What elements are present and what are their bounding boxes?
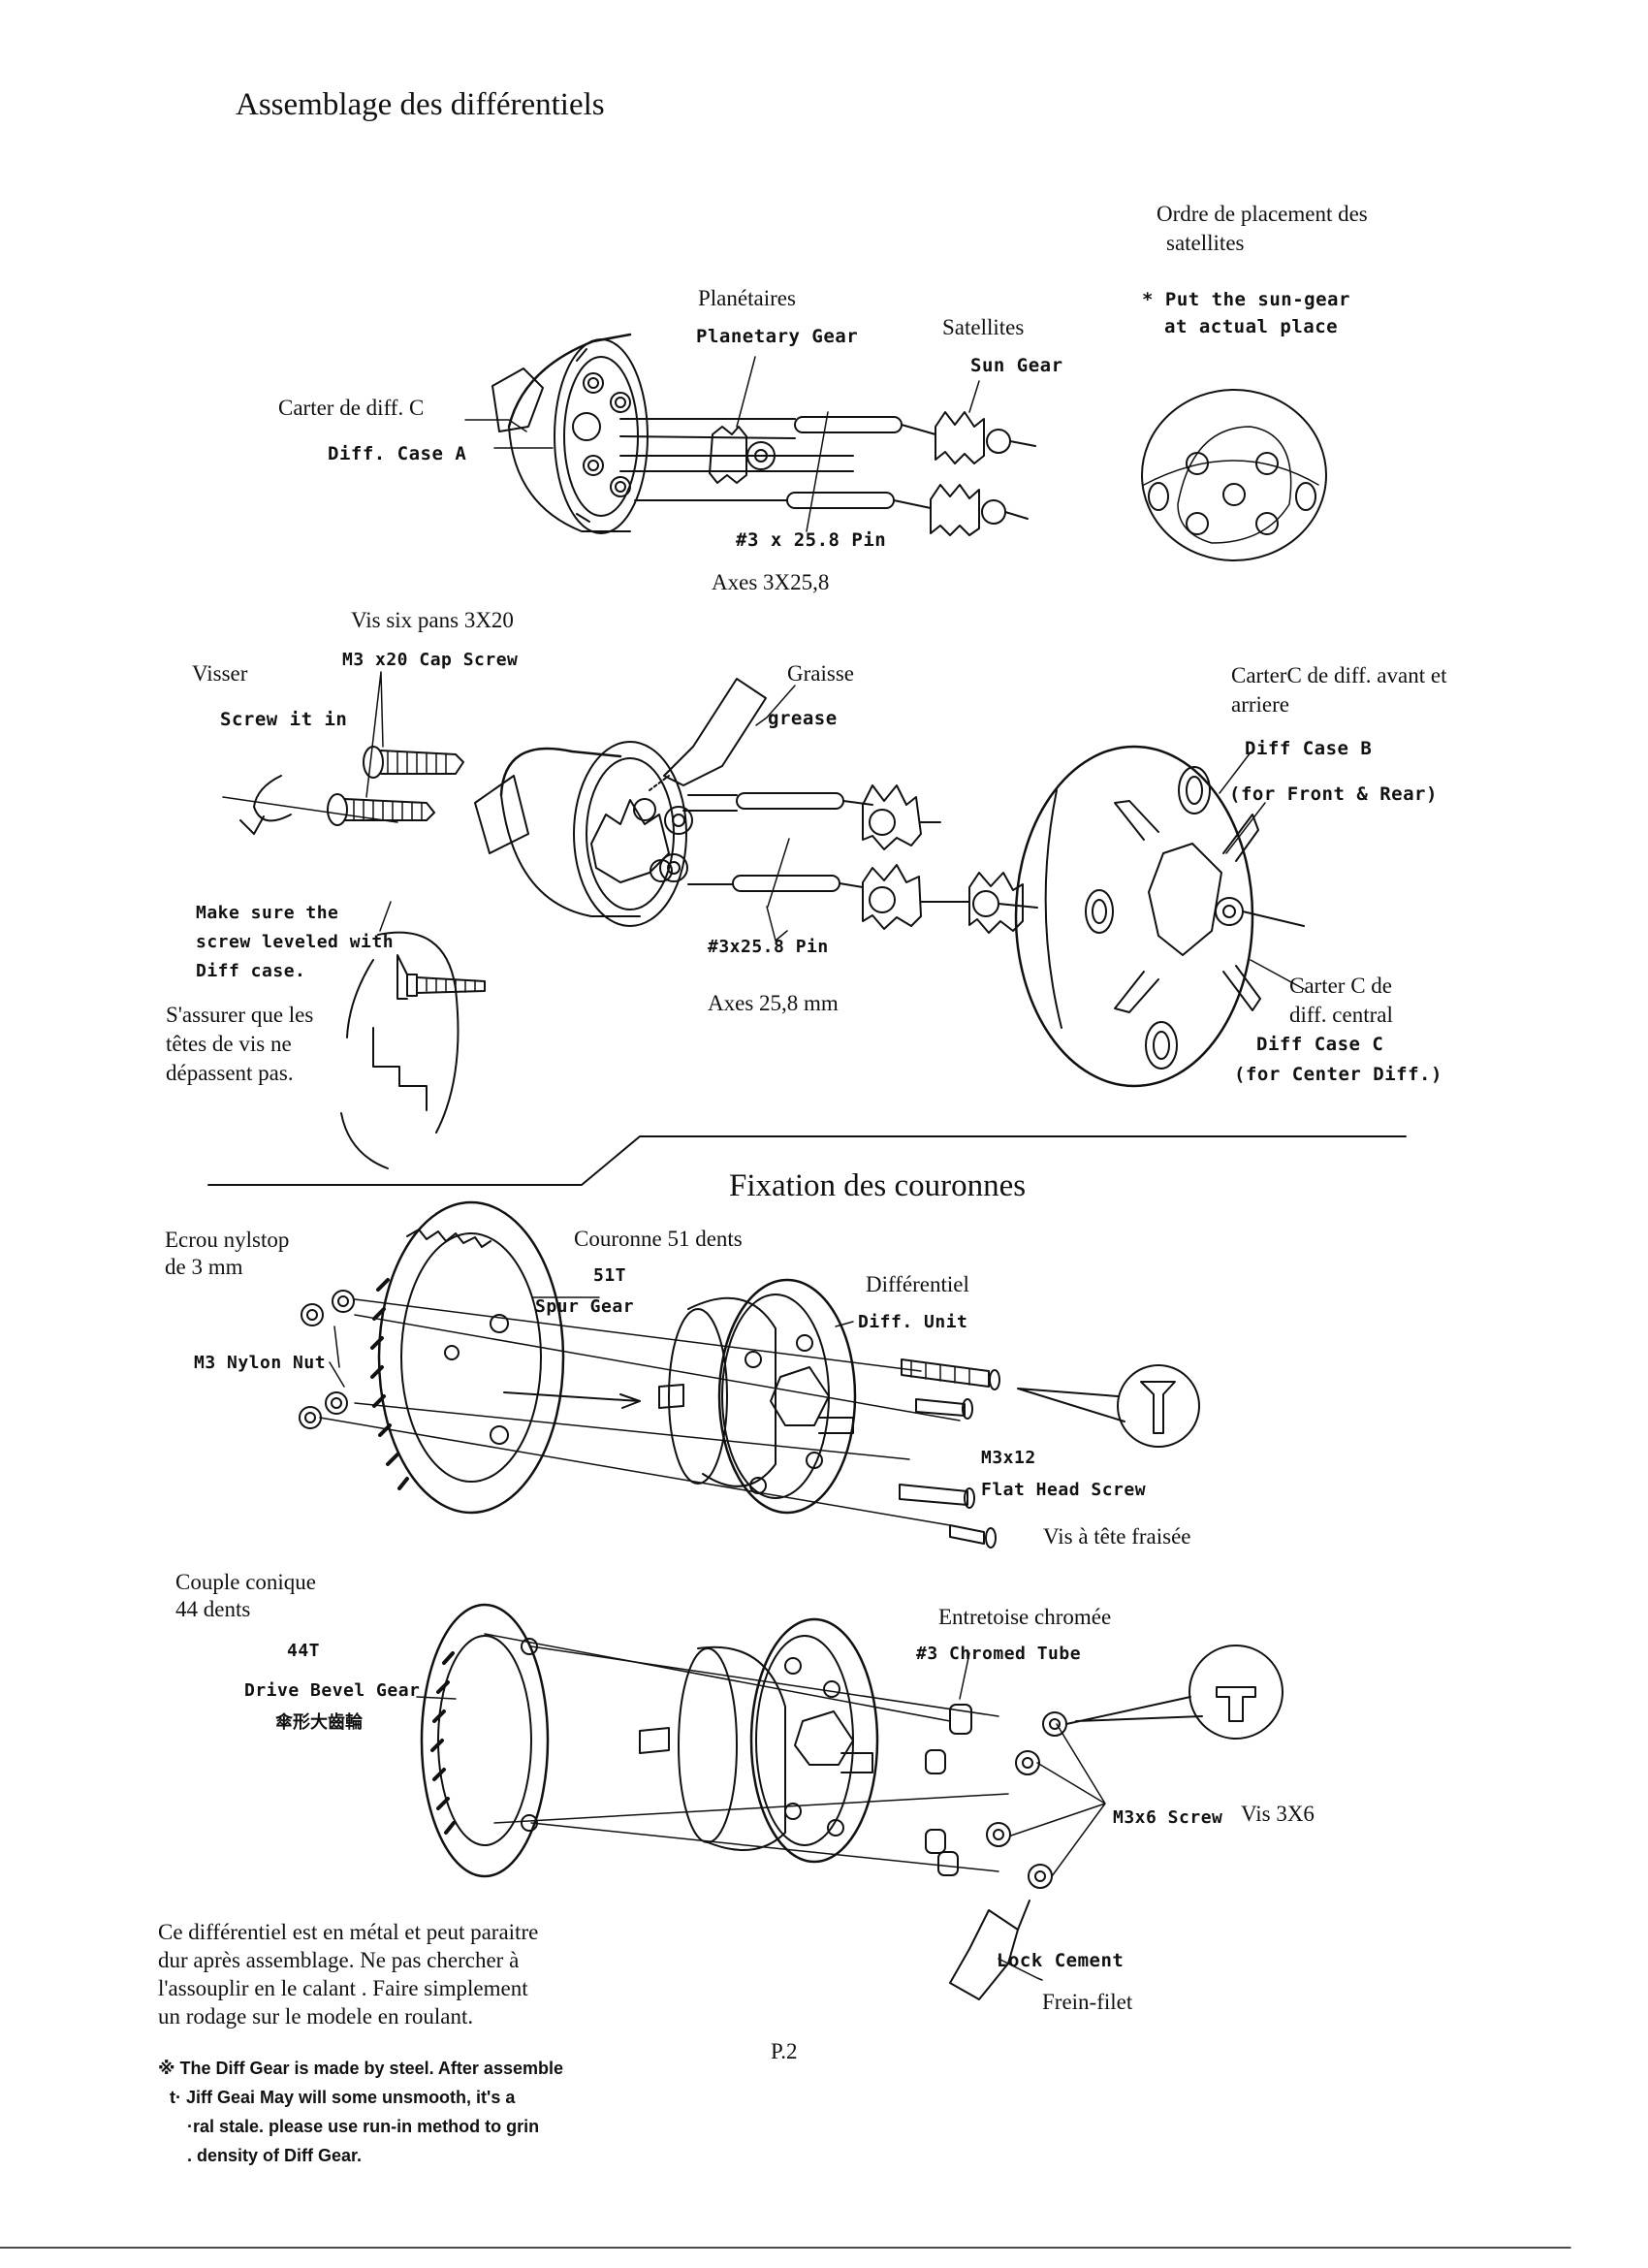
couple-line-1: Couple conique [175,1570,316,1594]
middle-leader-lines [366,672,1304,989]
nylon-nut-label-en: M3 Nylon Nut [194,1353,327,1373]
page-title: Assemblage des différentiels [236,87,605,122]
case-c-label-fr: Carter de diff. C [278,396,425,420]
carter-central-fr: Carter C de diff. central [1289,972,1393,1030]
placement-order-en-1: * Put the sun-gear [1142,289,1350,310]
placement-order-fr-1: Ordre de placement des [1157,202,1368,226]
spur-gear-drawing [300,1202,1199,1548]
planetary-label-fr: Planétaires [698,286,796,310]
case-a-label-en: Diff. Case A [328,443,467,464]
pin-label-en: #3 x 25.8 Pin [736,529,887,551]
lock-cement-label-en: Lock Cement [997,1950,1125,1971]
make-sure-line-3: Diff case. [196,961,306,981]
sun-label-en: Sun Gear [970,355,1063,376]
notes-fr-line-2: dur après assemblage. Ne pas chercher à [158,1948,520,1972]
bevel-teeth-label-en: 44T [287,1641,321,1661]
assurer-line-1: S'assurer que les [166,1003,314,1027]
section-divider [208,1136,1406,1185]
assurer-line-3: dépassent pas. [166,1061,294,1085]
top-diff-exploded-drawing [492,335,1035,535]
flat-head-size-label: M3x12 [981,1448,1036,1468]
lock-cement-label-fr: Frein-filet [1042,1990,1133,2014]
carter-central-line-1: Carter C de [1289,974,1393,998]
bevel-gear-drawing [422,1605,1283,1999]
couronne-label-fr: Couronne 51 dents [574,1227,743,1251]
planetary-label-en: Planetary Gear [696,326,859,347]
diff-unit-label-en: Diff. Unit [858,1312,968,1332]
flat-head-label-en: Flat Head Screw [981,1480,1147,1500]
carter-front-rear-fr-1: CarterC de diff. avant et [1231,663,1447,687]
m3x6-screw-label-fr: Vis 3X6 [1241,1802,1315,1826]
case-b-label-en: Diff Case B [1245,738,1373,759]
cap-screw-label-en: M3 x20 Cap Screw [342,650,519,670]
assurer-note-fr: S'assurer que les têtes de vis ne dépass… [166,1001,313,1088]
make-sure-line-2: screw leveled with [196,932,395,952]
middle-pin-label-en: #3x25.8 Pin [708,937,829,957]
sun-gear-placement-disc [1142,390,1326,560]
screw-it-in-label: Screw it in [220,709,348,730]
case-c-center-note: (for Center Diff.) [1234,1064,1442,1085]
sun-label-fr: Satellites [942,315,1025,339]
notes-fr-line-3: l'assouplir en le calant . Faire simplem… [158,1976,528,2000]
notes-fr-line-4: un rodage sur le modele en roulant. [158,2004,474,2028]
case-b-note: (for Front & Rear) [1229,783,1438,805]
notes-en-line-3: ·ral stale. please use run-in method to … [187,2117,540,2136]
couple-conique-label-fr: Couple conique 44 dents [175,1569,316,1623]
visser-label: Visser [192,661,248,686]
top-leader-lines [465,357,979,531]
nylstop-line-1: Ecrou nylstop [165,1228,290,1252]
bevel-gear-label-en: Drive Bevel Gear [244,1680,421,1701]
assurer-line-2: têtes de vis ne [166,1032,292,1056]
spur-leader-lines [330,1297,853,1387]
grease-label: grease [768,708,838,729]
screw-level-detail-circle [341,933,485,1168]
notes-fr: Ce différentiel est en métal et peut par… [158,1918,538,2030]
spur-teeth-label-en: 51T [593,1265,627,1286]
section-title-couronnes: Fixation des couronnes [729,1168,1027,1203]
nylstop-line-2: de 3 mm [165,1255,243,1279]
make-sure-note-en: Make sure the screw leveled with Diff ca… [196,899,394,986]
make-sure-line-1: Make sure the [196,903,339,923]
placement-order-fr-2: satellites [1166,231,1245,255]
case-c-center-label-en: Diff Case C [1256,1034,1384,1055]
middle-pin-label-fr: Axes 25,8 mm [708,991,839,1015]
cap-screw-label-fr: Vis six pans 3X20 [351,608,514,632]
pin-label-fr: Axes 3X25,8 [712,570,830,594]
carter-central-line-2: diff. central [1289,1003,1393,1027]
notes-en-line-2: t· Jiff Geai May will some unsmooth, it'… [170,2088,516,2107]
middle-diff-exploded-drawing [223,679,1304,1086]
nylstop-label-fr: Ecrou nylstop de 3 mm [165,1227,289,1281]
carter-front-rear-fr-2: arriere [1231,692,1289,717]
notes-en-line-4: . density of Diff Gear. [187,2146,363,2165]
m3x6-screw-label-en: M3x6 Screw [1113,1807,1223,1828]
couple-line-2: 44 dents [175,1597,251,1621]
bevel-leader-lines [417,1653,1105,1980]
bevel-gear-label-cn: 傘形大齒輪 [275,1712,363,1732]
chromed-tube-label-en: #3 Chromed Tube [916,1644,1082,1664]
notes-en-line-1: ※ The Diff Gear is made by steel. After … [158,2059,563,2078]
differentiel-label-fr: Différentiel [866,1272,969,1296]
entretoise-label-fr: Entretoise chromée [938,1605,1112,1629]
notes-en: ※ The Diff Gear is made by steel. After … [158,2054,563,2170]
graisse-label: Graisse [787,661,854,686]
spur-gear-label-en: Spur Gear [535,1296,635,1317]
flat-head-label-fr: Vis à tête fraisée [1043,1524,1191,1549]
placement-order-en-2: at actual place [1164,316,1339,337]
notes-fr-line-1: Ce différentiel est en métal et peut par… [158,1920,539,1944]
page-number: P.2 [771,2039,798,2063]
